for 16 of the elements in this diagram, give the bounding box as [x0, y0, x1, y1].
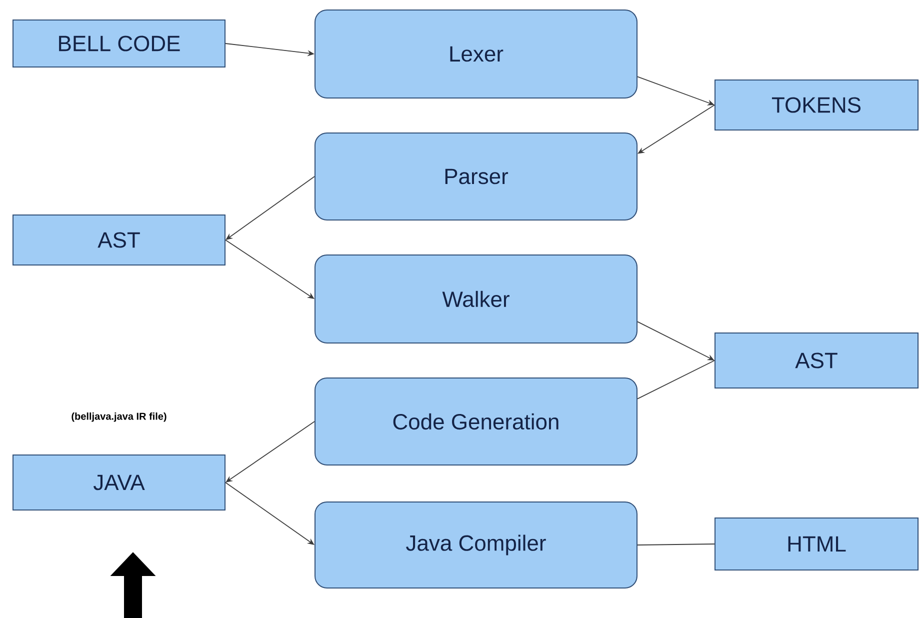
process-box: Lexer	[314, 10, 638, 98]
process-box: Parser	[314, 132, 638, 220]
arrow	[225, 482, 314, 545]
data-box: TOKENS	[714, 80, 918, 130]
data-box: AST	[714, 332, 918, 388]
process-box: Code Generation	[314, 378, 638, 466]
connector-line	[637, 360, 715, 400]
data-box: HTML	[714, 518, 918, 570]
connector-line	[637, 544, 715, 546]
data-box: JAVA	[12, 454, 226, 510]
process-box: Java Compiler	[314, 502, 638, 588]
data-box: BELL CODE	[12, 20, 226, 68]
caption-text: (belljava.java IR file)	[72, 412, 166, 422]
data-box: AST	[12, 214, 226, 266]
process-box: Walker	[314, 254, 638, 344]
arrow	[226, 176, 315, 240]
